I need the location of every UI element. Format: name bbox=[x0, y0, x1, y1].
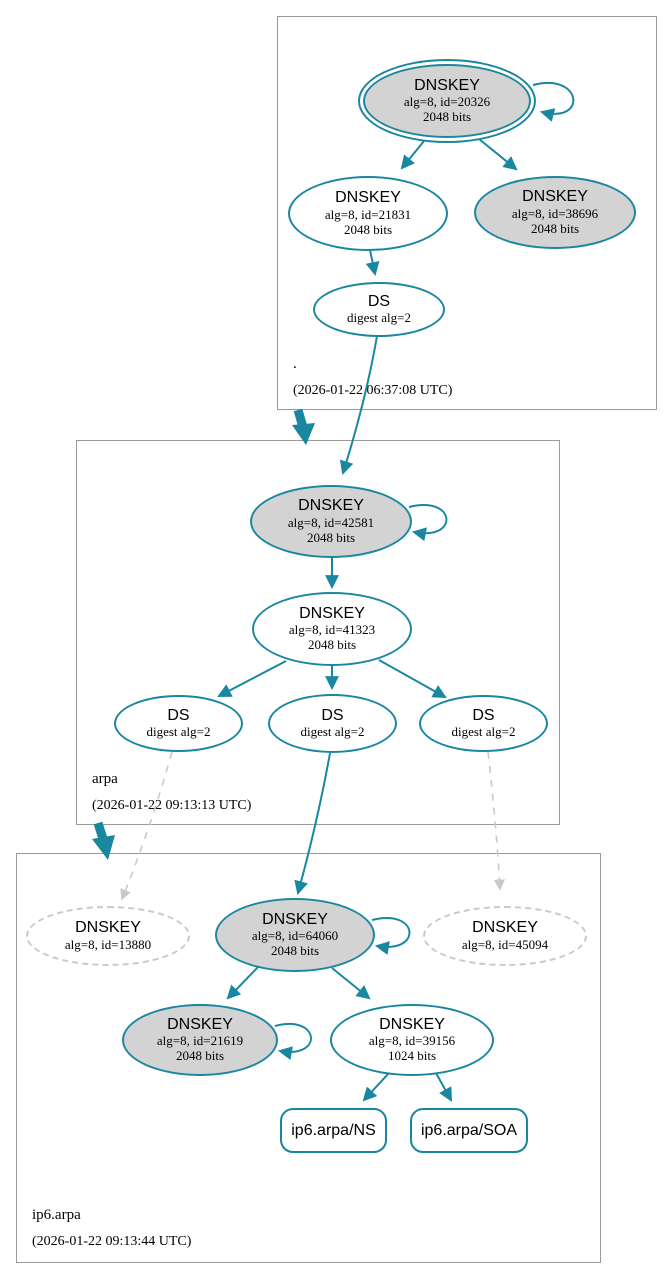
arpa-ds-right-title: DS bbox=[472, 706, 495, 724]
dnskey-41323-node[interactable]: DNSKEY alg=8, id=41323 2048 bits bbox=[252, 592, 412, 666]
root-ds-node[interactable]: DS digest alg=2 bbox=[313, 282, 445, 337]
dnskey-64060-detail: alg=8, id=64060 bbox=[251, 928, 339, 944]
arpa-ds-left-detail: digest alg=2 bbox=[146, 724, 211, 740]
dnskey-38696-bits: 2048 bits bbox=[530, 220, 580, 236]
dnskey-39156-detail: alg=8, id=39156 bbox=[368, 1033, 456, 1049]
thick-arrow-root-arpa-shaft bbox=[293, 408, 308, 429]
arpa-ds-mid-node[interactable]: DS digest alg=2 bbox=[268, 694, 397, 753]
dnskey-21831-detail: alg=8, id=21831 bbox=[324, 206, 412, 222]
dnskey-20326-title: DNSKEY bbox=[414, 76, 480, 94]
dnskey-45094-title: DNSKEY bbox=[472, 919, 538, 937]
dnskey-39156-bits: 1024 bits bbox=[387, 1048, 437, 1064]
dnskey-64060-bits: 2048 bits bbox=[270, 943, 320, 959]
zone-box-ip6arpa: ip6.arpa (2026-01-22 09:13:44 UTC) bbox=[16, 853, 601, 1263]
zone-label-arpa: arpa bbox=[92, 771, 118, 787]
dnskey-13880-node[interactable]: DNSKEY alg=8, id=13880 bbox=[26, 906, 190, 966]
zone-timestamp-ip6arpa: (2026-01-22 09:13:44 UTC) bbox=[32, 1234, 192, 1249]
dnskey-42581-node[interactable]: DNSKEY alg=8, id=42581 2048 bits bbox=[250, 485, 412, 558]
dnskey-41323-detail: alg=8, id=41323 bbox=[288, 622, 376, 638]
root-ds-detail: digest alg=2 bbox=[346, 310, 412, 326]
dnskey-21619-node[interactable]: DNSKEY alg=8, id=21619 2048 bits bbox=[122, 1004, 278, 1076]
dnskey-38696-node[interactable]: DNSKEY alg=8, id=38696 2048 bits bbox=[474, 176, 636, 249]
dnskey-21831-node[interactable]: DNSKEY alg=8, id=21831 2048 bits bbox=[288, 176, 448, 251]
dnskey-38696-title: DNSKEY bbox=[522, 188, 588, 206]
rrset-ip6arpa-soa-node[interactable]: ip6.arpa/SOA bbox=[410, 1108, 528, 1153]
zone-label-ip6arpa: ip6.arpa bbox=[32, 1207, 81, 1223]
dnskey-41323-title: DNSKEY bbox=[299, 604, 365, 622]
dnskey-45094-node[interactable]: DNSKEY alg=8, id=45094 bbox=[423, 906, 587, 966]
dnskey-45094-detail: alg=8, id=45094 bbox=[461, 936, 549, 952]
arpa-ds-left-title: DS bbox=[167, 706, 190, 724]
dnskey-42581-bits: 2048 bits bbox=[306, 529, 356, 545]
arpa-ds-mid-title: DS bbox=[321, 706, 344, 724]
root-ds-title: DS bbox=[367, 292, 391, 310]
zone-timestamp-root: (2026-01-22 06:37:08 UTC) bbox=[293, 383, 453, 398]
arpa-ds-right-node[interactable]: DS digest alg=2 bbox=[419, 695, 548, 752]
dnskey-64060-title: DNSKEY bbox=[262, 910, 328, 928]
rrset-soa-label: ip6.arpa/SOA bbox=[420, 1121, 518, 1139]
dnskey-20326-node[interactable]: DNSKEY alg=8, id=20326 2048 bits bbox=[358, 59, 536, 143]
dnskey-21619-detail: alg=8, id=21619 bbox=[156, 1033, 244, 1049]
zone-label-root: . bbox=[293, 356, 297, 372]
thick-arrow-arpa-ip6-shaft bbox=[93, 821, 109, 844]
dnskey-64060-node[interactable]: DNSKEY alg=8, id=64060 2048 bits bbox=[215, 898, 375, 972]
dnskey-42581-title: DNSKEY bbox=[298, 497, 364, 515]
dnskey-21619-title: DNSKEY bbox=[167, 1015, 233, 1033]
arpa-ds-left-node[interactable]: DS digest alg=2 bbox=[114, 695, 243, 752]
dnskey-20326-bits: 2048 bits bbox=[422, 109, 472, 125]
rrset-ip6arpa-ns-node[interactable]: ip6.arpa/NS bbox=[280, 1108, 387, 1153]
arpa-ds-mid-detail: digest alg=2 bbox=[300, 724, 365, 740]
dnskey-21831-bits: 2048 bits bbox=[343, 221, 393, 237]
dnskey-20326-detail: alg=8, id=20326 bbox=[403, 94, 491, 110]
dnskey-20326-inner: DNSKEY alg=8, id=20326 2048 bits bbox=[363, 64, 531, 138]
arpa-ds-right-detail: digest alg=2 bbox=[451, 724, 516, 740]
dnskey-13880-title: DNSKEY bbox=[75, 919, 141, 937]
dnskey-41323-bits: 2048 bits bbox=[307, 637, 357, 653]
dnskey-21619-bits: 2048 bits bbox=[175, 1048, 225, 1064]
dnskey-39156-node[interactable]: DNSKEY alg=8, id=39156 1024 bits bbox=[330, 1004, 494, 1076]
dnskey-13880-detail: alg=8, id=13880 bbox=[64, 936, 152, 952]
dnskey-39156-title: DNSKEY bbox=[379, 1015, 445, 1033]
dnskey-42581-detail: alg=8, id=42581 bbox=[287, 514, 375, 530]
dnskey-21831-title: DNSKEY bbox=[335, 189, 401, 207]
zone-timestamp-arpa: (2026-01-22 09:13:13 UTC) bbox=[92, 798, 252, 813]
dnskey-38696-detail: alg=8, id=38696 bbox=[511, 205, 599, 221]
rrset-ns-label: ip6.arpa/NS bbox=[291, 1121, 376, 1139]
